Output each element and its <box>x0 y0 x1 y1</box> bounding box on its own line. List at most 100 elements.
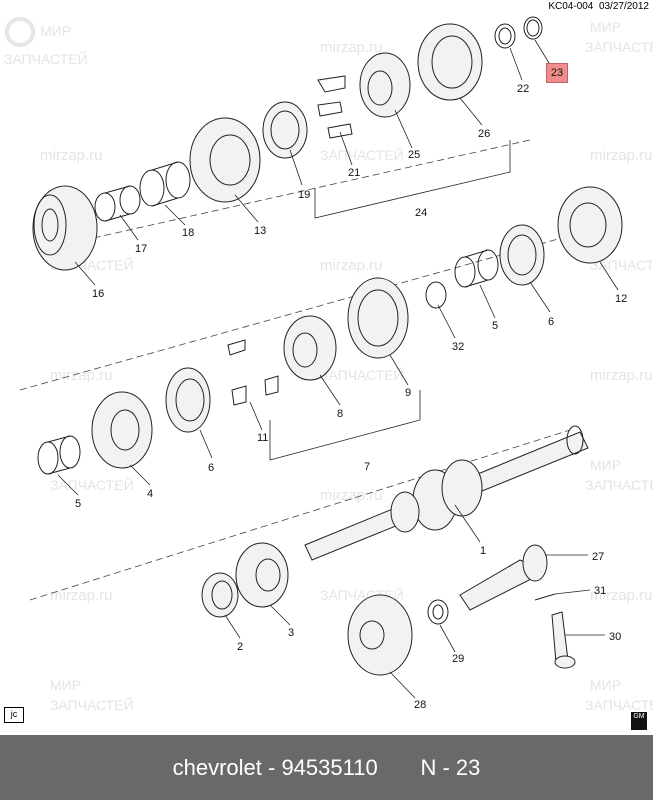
part-17-sleeve <box>94 185 141 222</box>
highlighted-part-label[interactable]: 23 <box>546 63 568 83</box>
watermark-site: mirzap.ru <box>50 367 113 384</box>
label-22: 22 <box>517 83 529 95</box>
footer-brand: chevrolet <box>172 754 262 780</box>
label-1: 1 <box>480 545 486 557</box>
watermark-layer: МИР ЗАПЧАСТЕЙ mirzap.ru МИР ЗАПЧАСТЕЙ mi… <box>4 17 653 713</box>
watermark-site: mirzap.ru <box>50 587 113 604</box>
footer-part-number: 94535110 <box>281 754 378 780</box>
label-11: 11 <box>257 432 268 444</box>
leader-lines <box>57 39 619 699</box>
label-21: 21 <box>348 167 360 179</box>
part-21-keys <box>317 75 353 139</box>
footer-bar: chevrolet - 94535110 N - 23 <box>0 735 653 800</box>
footer-gap <box>378 755 421 781</box>
part-5-needle-bearing-upper <box>454 249 499 288</box>
part-19-synchro-ring <box>262 101 308 159</box>
watermark-zapchastei: ЗАПЧАСТЕЙ <box>320 146 404 163</box>
part-30-bolt <box>551 611 576 669</box>
watermark-mir: МИР <box>40 23 71 39</box>
watermark-mir: МИР <box>50 677 81 693</box>
part-23-snap-ring <box>523 16 543 40</box>
label-25: 25 <box>408 149 420 161</box>
watermark-mir: МИР <box>590 19 621 35</box>
part-6-synchro-ring-lower <box>165 367 211 433</box>
part-4-gear <box>91 391 153 469</box>
watermark-zapchastei: ЗАПЧАСТЕЙ <box>585 38 653 55</box>
label-5-upper: 5 <box>492 320 498 332</box>
part-28-gear <box>347 594 413 676</box>
watermark-site: mirzap.ru <box>590 587 653 604</box>
part-26-sleeve <box>417 23 483 101</box>
label-13: 13 <box>254 225 266 237</box>
label-30: 30 <box>609 631 621 643</box>
part-9-sleeve <box>347 277 409 359</box>
part-29-washer <box>427 599 449 625</box>
part-18-needle-bearing <box>139 161 191 207</box>
label-29: 29 <box>452 653 464 665</box>
bracket-7 <box>269 390 421 461</box>
label-31: 31 <box>594 585 606 597</box>
watermark-mir: МИР <box>590 457 621 473</box>
label-32: 32 <box>452 341 464 353</box>
label-17: 17 <box>135 243 147 255</box>
label-16: 16 <box>92 288 104 300</box>
part-3-bearing <box>235 542 289 608</box>
footer-sep: - <box>261 754 282 780</box>
label-6-upper: 6 <box>548 316 554 328</box>
part-11-keys <box>227 339 279 406</box>
watermark-zapchastei: ЗАПЧАСТЕЙ <box>590 256 653 273</box>
label-9: 9 <box>405 387 411 399</box>
watermark-site: mirzap.ru <box>320 257 383 274</box>
part-6-synchro-ring-upper <box>499 224 545 286</box>
label-26: 26 <box>478 128 490 140</box>
diagram-date: 03/27/2012 <box>598 1 649 12</box>
label-19: 19 <box>298 189 310 201</box>
watermark-zapchastei: ЗАПЧАСТЕЙ <box>50 696 134 713</box>
label-6-lower: 6 <box>208 462 214 474</box>
watermark-zapchastei: ЗАПЧАСТЕЙ <box>4 50 88 67</box>
part-5-needle-bearing-lower <box>37 435 81 475</box>
diagram-header: KC04-004 03/27/2012 <box>548 1 649 12</box>
parts-diagram: KC04-004 03/27/2012 МИР ЗАПЧАСТЕЙ mirzap… <box>4 1 653 730</box>
watermark-zapchastei: ЗАПЧАСТЕЙ <box>585 696 653 713</box>
exploded-view: МИР ЗАПЧАСТЕЙ mirzap.ru МИР ЗАПЧАСТЕЙ mi… <box>4 16 653 713</box>
watermark-site: mirzap.ru <box>320 487 383 504</box>
label-8: 8 <box>337 408 343 420</box>
watermark-zapchastei: ЗАПЧАСТЕЙ <box>585 476 653 493</box>
corner-code-box: jc <box>4 707 24 723</box>
part-2-seal <box>201 572 239 618</box>
label-12: 12 <box>615 293 627 305</box>
callout-labels: 22 26 25 21 19 24 13 18 17 16 12 6 5 32 … <box>75 83 627 711</box>
part-16-bearing <box>32 185 98 271</box>
label-24: 24 <box>415 207 427 219</box>
part-32-snap-ring <box>425 281 447 309</box>
part-27-shaft <box>459 544 548 611</box>
watermark-mir: МИР <box>590 677 621 693</box>
label-3: 3 <box>288 627 294 639</box>
part-22-ring <box>494 23 516 49</box>
watermark-zapchastei: ЗАПЧАСТЕЙ <box>50 476 134 493</box>
label-27: 27 <box>592 551 604 563</box>
axis-line-lower <box>29 429 571 601</box>
watermark-site: mirzap.ru <box>40 147 103 164</box>
diagram-code: KC04-004 <box>548 1 594 12</box>
label-18: 18 <box>182 227 194 239</box>
watermark-site: mirzap.ru <box>590 367 653 384</box>
watermark-site: mirzap.ru <box>590 147 653 164</box>
label-5-lower: 5 <box>75 498 81 510</box>
part-12-gear <box>557 186 623 264</box>
label-7: 7 <box>364 461 370 473</box>
watermark-site: mirzap.ru <box>320 39 383 56</box>
axis-line-upper <box>39 139 531 251</box>
gm-logo: GM <box>631 712 647 730</box>
label-2: 2 <box>237 641 243 653</box>
part-31-pin <box>534 593 556 601</box>
part-8-hub <box>283 315 337 381</box>
label-4: 4 <box>147 488 153 500</box>
bracket-24 <box>314 140 511 219</box>
part-13-gear <box>189 117 261 203</box>
watermark-zapchastei: ЗАПЧАСТЕЙ <box>320 366 404 383</box>
label-28: 28 <box>414 699 426 711</box>
footer-n-label: N - 23 <box>420 754 481 780</box>
part-25-hub <box>359 52 411 118</box>
